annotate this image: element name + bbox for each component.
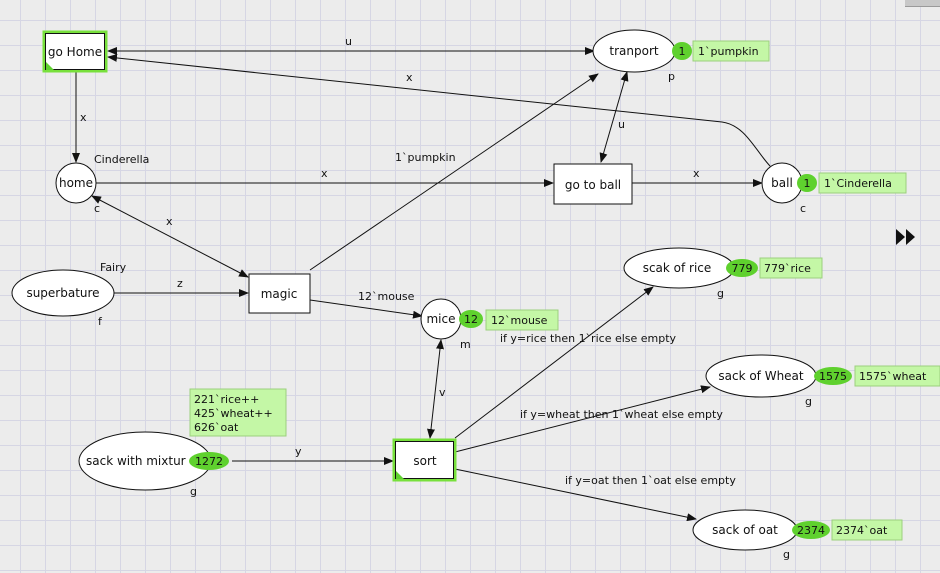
transition-magic[interactable]: magic (248, 273, 311, 314)
fast-forward-icon[interactable] (895, 227, 917, 247)
place-tranport-marking-text: 1`pumpkin (698, 45, 759, 58)
arc-home-magic[interactable] (91, 195, 249, 278)
arc-label-home-magic: x (166, 215, 173, 228)
place-sack-with-mixture[interactable]: sack with mixtur (78, 431, 212, 491)
arc-magic-mice[interactable] (309, 299, 423, 319)
arc-label-magic-tranport: 1`pumpkin (395, 151, 456, 164)
place-sack-of-oat[interactable]: sack of oat (692, 509, 798, 551)
place-tranport[interactable]: tranport (592, 29, 676, 73)
place-mice-token-count: 12 (464, 313, 478, 326)
transition-go-home-label: go Home (48, 45, 102, 59)
arc-label-mice-sort: v (439, 386, 446, 399)
place-scak-of-rice-marking: 779`rice (759, 257, 823, 279)
place-home[interactable]: home (55, 162, 97, 204)
place-sack-of-wheat-token[interactable]: 1575 (814, 367, 852, 385)
transition-go-home[interactable]: go Home (42, 30, 108, 73)
place-ball-marking: 1`Cinderella (818, 172, 907, 194)
place-tranport-colorset: p (668, 70, 675, 83)
arc-mice-sort[interactable] (427, 339, 444, 439)
transition-magic-label: magic (261, 287, 298, 301)
place-sack-of-wheat-marking-text: 1575`wheat (859, 370, 927, 383)
place-ball-label: ball (771, 176, 793, 190)
place-tranport-token-count: 1 (679, 45, 686, 58)
arc-ball-gohome[interactable] (107, 53, 771, 167)
place-tranport-marking: 1`pumpkin (692, 40, 770, 62)
place-mice-colorset: m (460, 338, 471, 351)
place-sack-of-wheat-label: sack of Wheat (718, 369, 804, 383)
arc-label-gohome-tranport: u (345, 35, 352, 48)
arc-tranport-gotoball[interactable] (599, 71, 629, 163)
arc-label-superbature-magic: z (177, 277, 183, 290)
place-ball[interactable]: ball (761, 162, 803, 204)
place-scak-of-rice-label: scak of rice (643, 261, 712, 275)
place-superbature-colorset: f (98, 315, 103, 328)
place-ball-colorset: c (800, 202, 806, 215)
place-scak-of-rice-token-count: 779 (732, 262, 753, 275)
place-superbature[interactable]: superbature (11, 269, 115, 317)
place-sack-of-wheat-colorset: g (805, 395, 812, 408)
place-sack-with-mixture-marking-line: 626`oat (194, 421, 239, 434)
arc-label-sort-rice: if y=rice then 1`rice else empty (500, 332, 677, 345)
place-ball-token[interactable]: 1 (797, 174, 817, 192)
place-sack-with-mixture-token[interactable]: 1272 (189, 452, 229, 470)
place-scak-of-rice-marking-text: 779`rice (764, 262, 811, 275)
transition-sort[interactable]: sort (392, 438, 457, 482)
place-tranport-label: tranport (609, 44, 658, 58)
arc-magic-tranport[interactable] (309, 73, 599, 271)
place-sack-of-wheat-token-count: 1575 (819, 370, 847, 383)
arc-label-mixture-sort: y (295, 445, 302, 458)
arc-label-gohome-home: x (80, 111, 87, 124)
place-superbature-label: superbature (26, 286, 99, 300)
place-sack-of-oat-marking: 2374`oat (831, 519, 903, 541)
place-home-label: home (59, 176, 93, 190)
place-superbature-init: Fairy (100, 261, 127, 274)
place-sack-of-oat-token[interactable]: 2374 (792, 521, 830, 539)
arc-sort-wheat[interactable] (454, 385, 711, 453)
window-edge (905, 0, 940, 7)
place-sack-of-oat-colorset: g (783, 548, 790, 561)
arc-label-tranport-gotoball: u (618, 118, 625, 131)
place-mice-token[interactable]: 12 (459, 310, 483, 328)
place-mice-marking: 12`mouse (485, 309, 559, 331)
arc-label-sort-oat: if y=oat then 1`oat else empty (565, 474, 736, 487)
place-home-colorset: c (94, 202, 100, 215)
place-sack-of-oat-label: sack of oat (712, 523, 778, 537)
place-sack-with-mixture-marking: 221`rice++ 425`wheat++ 626`oat (189, 388, 287, 437)
place-sack-with-mixture-colorset: g (190, 485, 197, 498)
place-scak-of-rice[interactable]: scak of rice (623, 247, 735, 289)
place-sack-of-wheat[interactable]: sack of Wheat (705, 354, 817, 398)
place-mice-marking-text: 12`mouse (491, 314, 548, 327)
arc-label-sort-wheat: if y=wheat then 1`wheat else empty (520, 408, 723, 421)
arc-sort-oat[interactable] (454, 468, 697, 522)
place-sack-with-mixture-label: sack with mixtur (86, 454, 186, 468)
transition-go-to-ball[interactable]: go to ball (553, 163, 633, 205)
arc-sort-rice[interactable] (454, 286, 654, 439)
place-sack-with-mixture-marking-line: 425`wheat++ (194, 407, 273, 420)
place-mice[interactable]: mice (420, 298, 462, 340)
place-scak-of-rice-token[interactable]: 779 (726, 259, 758, 277)
place-ball-marking-text: 1`Cinderella (824, 177, 892, 190)
transition-go-to-ball-label: go to ball (565, 178, 621, 192)
transition-sort-label: sort (413, 454, 437, 468)
arc-label-ball-gohome: x (406, 71, 413, 84)
place-tranport-token[interactable]: 1 (672, 42, 692, 60)
place-sack-with-mixture-token-count: 1272 (195, 455, 223, 468)
place-mice-label: mice (426, 312, 455, 326)
arc-label-magic-mice: 12`mouse (358, 290, 415, 303)
place-scak-of-rice-colorset: g (717, 287, 724, 300)
arc-label-gotoball-ball: x (693, 167, 700, 180)
place-sack-of-wheat-marking: 1575`wheat (854, 365, 940, 387)
place-sack-with-mixture-marking-line: 221`rice++ (194, 393, 259, 406)
place-ball-token-count: 1 (804, 177, 811, 190)
place-home-init: Cinderella (94, 153, 149, 166)
place-sack-of-oat-marking-text: 2374`oat (836, 524, 888, 537)
place-sack-of-oat-token-count: 2374 (797, 524, 825, 537)
arc-label-home-gotoball: x (321, 167, 328, 180)
